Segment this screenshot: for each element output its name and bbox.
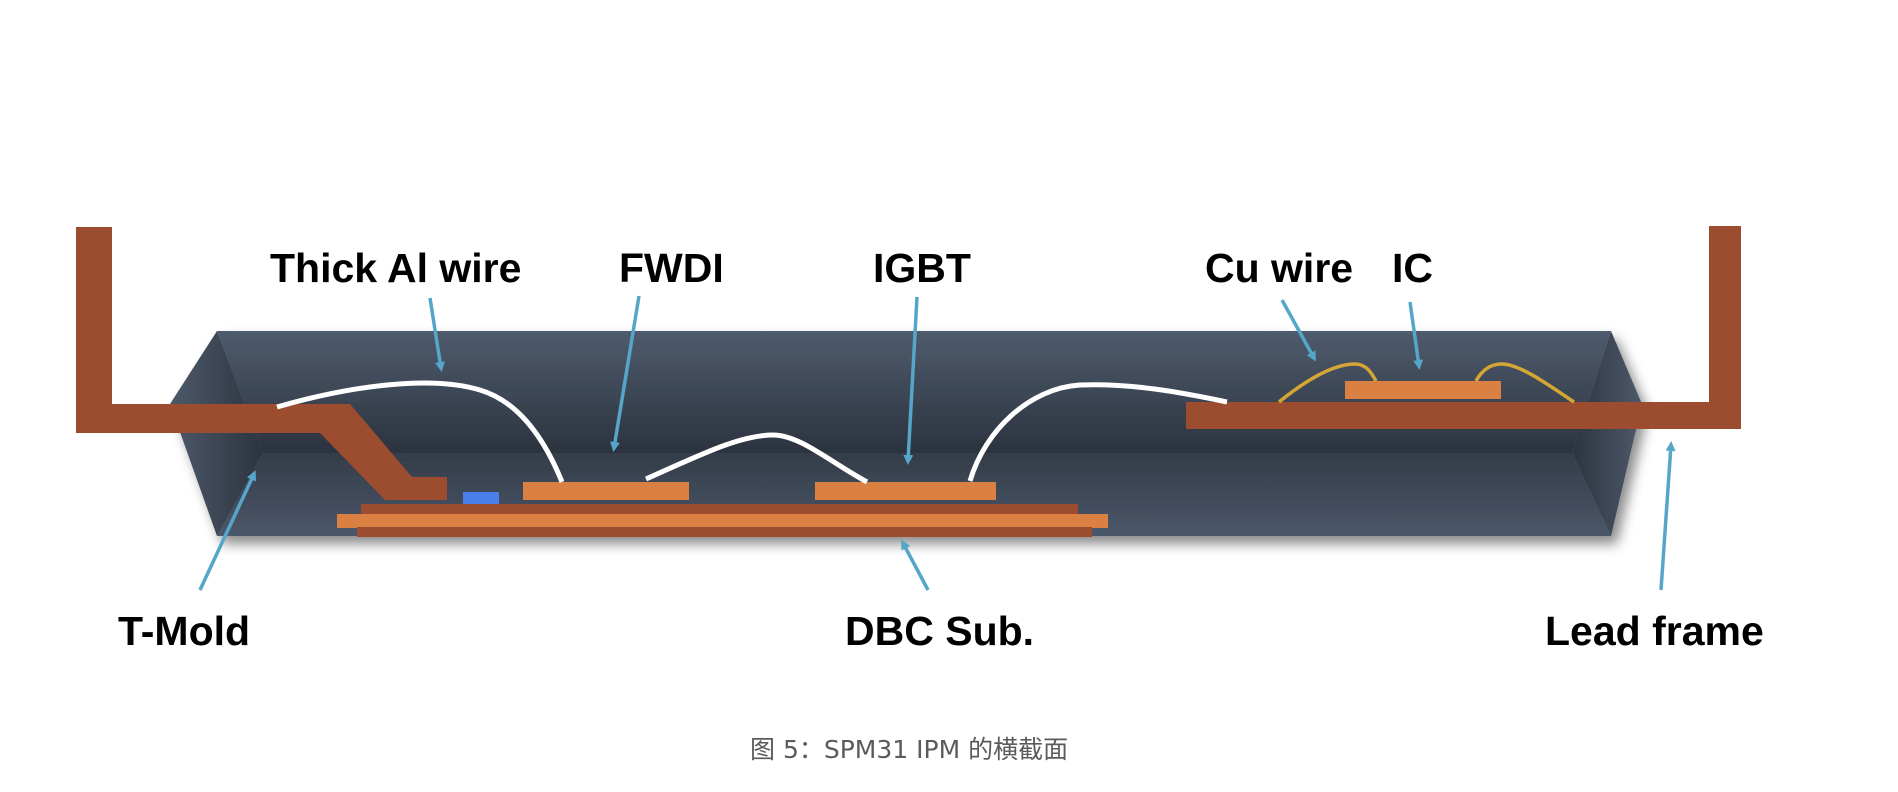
- cu-wire-left: [1277, 362, 1378, 404]
- dbc-top-copper: [361, 504, 1078, 515]
- label-thick-al-wire: Thick Al wire: [270, 245, 521, 291]
- small-component: [463, 492, 499, 504]
- label-fwdi: FWDI: [619, 245, 724, 291]
- fwdi-pointer-arrow: [610, 295, 641, 452]
- label-cu-wire: Cu wire: [1205, 245, 1353, 291]
- fwdi-chip: [523, 482, 689, 500]
- mold-left-face: [170, 331, 263, 536]
- al-wire-igbt-to-lead: [967, 382, 1228, 482]
- label-t-mold: T-Mold: [118, 608, 250, 654]
- dbc-ceramic: [337, 514, 1108, 528]
- ic-chip: [1345, 381, 1501, 399]
- dbc-sub-pointer-arrow: [901, 539, 930, 591]
- left-lead-frame: [76, 227, 447, 500]
- dbc-substrate: [337, 504, 1108, 537]
- igbt-chip: [815, 482, 996, 500]
- dbc-bottom-copper: [357, 527, 1092, 537]
- mold-right-face: [1572, 331, 1642, 536]
- lead-frame-pointer-arrow: [1659, 441, 1676, 591]
- al-wire-lead-to-fwdi: [276, 380, 565, 483]
- label-dbc-sub: DBC Sub.: [845, 608, 1034, 654]
- ic-pointer-arrow: [1408, 301, 1424, 370]
- igbt-pointer-arrow: [903, 296, 919, 465]
- label-ic: IC: [1392, 245, 1433, 291]
- right-lead-frame: [1186, 226, 1741, 429]
- cu-wire-right: [1474, 362, 1575, 404]
- label-igbt: IGBT: [873, 245, 971, 291]
- cu-wire-pointer-arrow: [1280, 299, 1316, 362]
- al-wire-fwdi-to-igbt: [644, 432, 869, 485]
- t-mold-pointer-arrow: [198, 470, 257, 591]
- figure-caption: 图 5：SPM31 IPM 的横截面: [750, 735, 1068, 764]
- label-lead-frame: Lead frame: [1545, 608, 1764, 654]
- thick-al-wire-pointer-arrow: [428, 297, 446, 372]
